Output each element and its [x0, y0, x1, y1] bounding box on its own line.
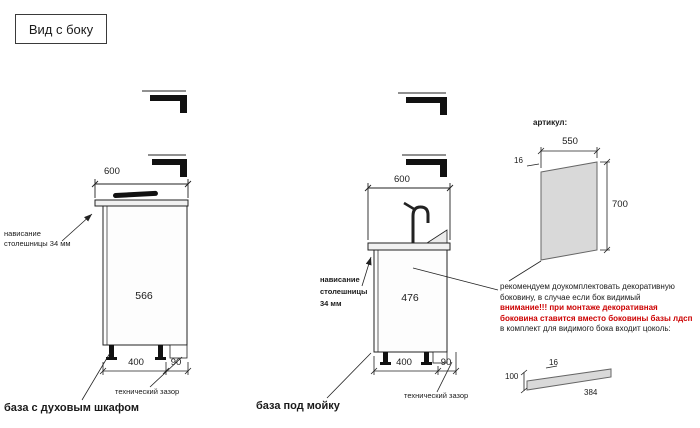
tech-gap-note: технический зазор — [115, 387, 180, 396]
bracket-icon — [142, 90, 187, 113]
unit-name-leader — [326, 352, 372, 399]
dim-label-gap: 90 — [440, 357, 452, 368]
dimension-line-600 — [91, 179, 192, 198]
dim-label-plinth: 400 — [396, 357, 412, 368]
tech-gap-note: технический зазор — [404, 391, 469, 400]
overhang-note: столешницы — [320, 287, 368, 296]
artikul-label: артикул: — [533, 118, 568, 127]
dim-label-width: 600 — [394, 174, 410, 185]
rear-base — [169, 344, 188, 359]
overhang-note: 34 мм — [320, 299, 342, 308]
dim-label-plinth: 400 — [128, 357, 144, 368]
dimension-tick-16 — [526, 163, 540, 167]
rear-base — [432, 351, 448, 364]
plinth-drawing — [520, 365, 612, 394]
panel-note-line: в комплект для видимого бока входит цоко… — [500, 324, 671, 333]
unit-name-leader — [81, 352, 111, 401]
panel-warning-line: боковина ставится вместо боковины базы л… — [500, 313, 693, 323]
dim-label-depth: 566 — [135, 290, 153, 302]
dim-label-plinth-length: 384 — [584, 388, 598, 397]
faucet-icon — [403, 201, 430, 243]
sink-edge — [425, 229, 448, 244]
cabinet-legs — [106, 345, 166, 360]
sink-unit-drawing — [326, 92, 499, 399]
panel-note-line: боковину, в случае если бок видимый — [500, 292, 641, 302]
dimension-tick-16 — [545, 365, 558, 369]
dim-label-panel-width: 550 — [562, 136, 578, 147]
overhang-leader — [61, 213, 93, 242]
panel-shape — [540, 161, 598, 261]
dimension-line-400-90 — [99, 362, 192, 375]
oven-unit-drawing — [61, 90, 192, 401]
cabinet-body — [102, 205, 188, 346]
cabinet-legs — [380, 352, 432, 365]
dim-label-panel-thickness: 16 — [514, 156, 523, 165]
cabinet-body — [373, 249, 448, 353]
side-panel-drawing — [508, 147, 611, 282]
dim-label-plinth-height: 100 — [505, 372, 519, 381]
plinth-shape — [526, 368, 612, 391]
dimension-line-600 — [364, 183, 454, 240]
unit-name-oven: база с духовым шкафом — [4, 402, 139, 414]
tech-gap-leader — [149, 356, 183, 388]
dim-label-width: 600 — [104, 166, 120, 177]
panel-note-line: рекомендуем доукомплектовать декоративну… — [500, 282, 675, 291]
bracket-icon — [402, 154, 447, 177]
dim-label-panel-height: 700 — [612, 199, 628, 210]
oven-handle — [113, 190, 158, 199]
dim-label-plinth-thickness: 16 — [549, 358, 558, 367]
countertop — [367, 242, 451, 251]
unit-name-sink: база под мойку — [256, 400, 340, 412]
bracket-icon — [148, 154, 187, 177]
dimension-line-550 — [537, 147, 601, 168]
dimension-line-100 — [520, 369, 528, 394]
bracket-icon — [398, 92, 447, 115]
note-leader — [412, 267, 499, 291]
overhang-note: столешницы 34 мм — [4, 239, 71, 248]
overhang-note: нависание — [4, 229, 41, 238]
dimension-line-700 — [600, 158, 611, 254]
overhang-note: нависание — [320, 275, 360, 284]
overhang-leader — [361, 256, 372, 287]
dim-label-depth: 476 — [401, 292, 419, 304]
dim-label-gap: 90 — [170, 357, 182, 368]
page-title: Вид с боку — [15, 14, 107, 44]
dimension-line-400-90 — [370, 352, 460, 375]
tech-gap-leader — [436, 361, 453, 393]
panel-note-leader — [508, 260, 542, 282]
countertop — [94, 199, 189, 207]
panel-warning-line: внимание!!! при монтаже декоративная — [500, 303, 658, 312]
